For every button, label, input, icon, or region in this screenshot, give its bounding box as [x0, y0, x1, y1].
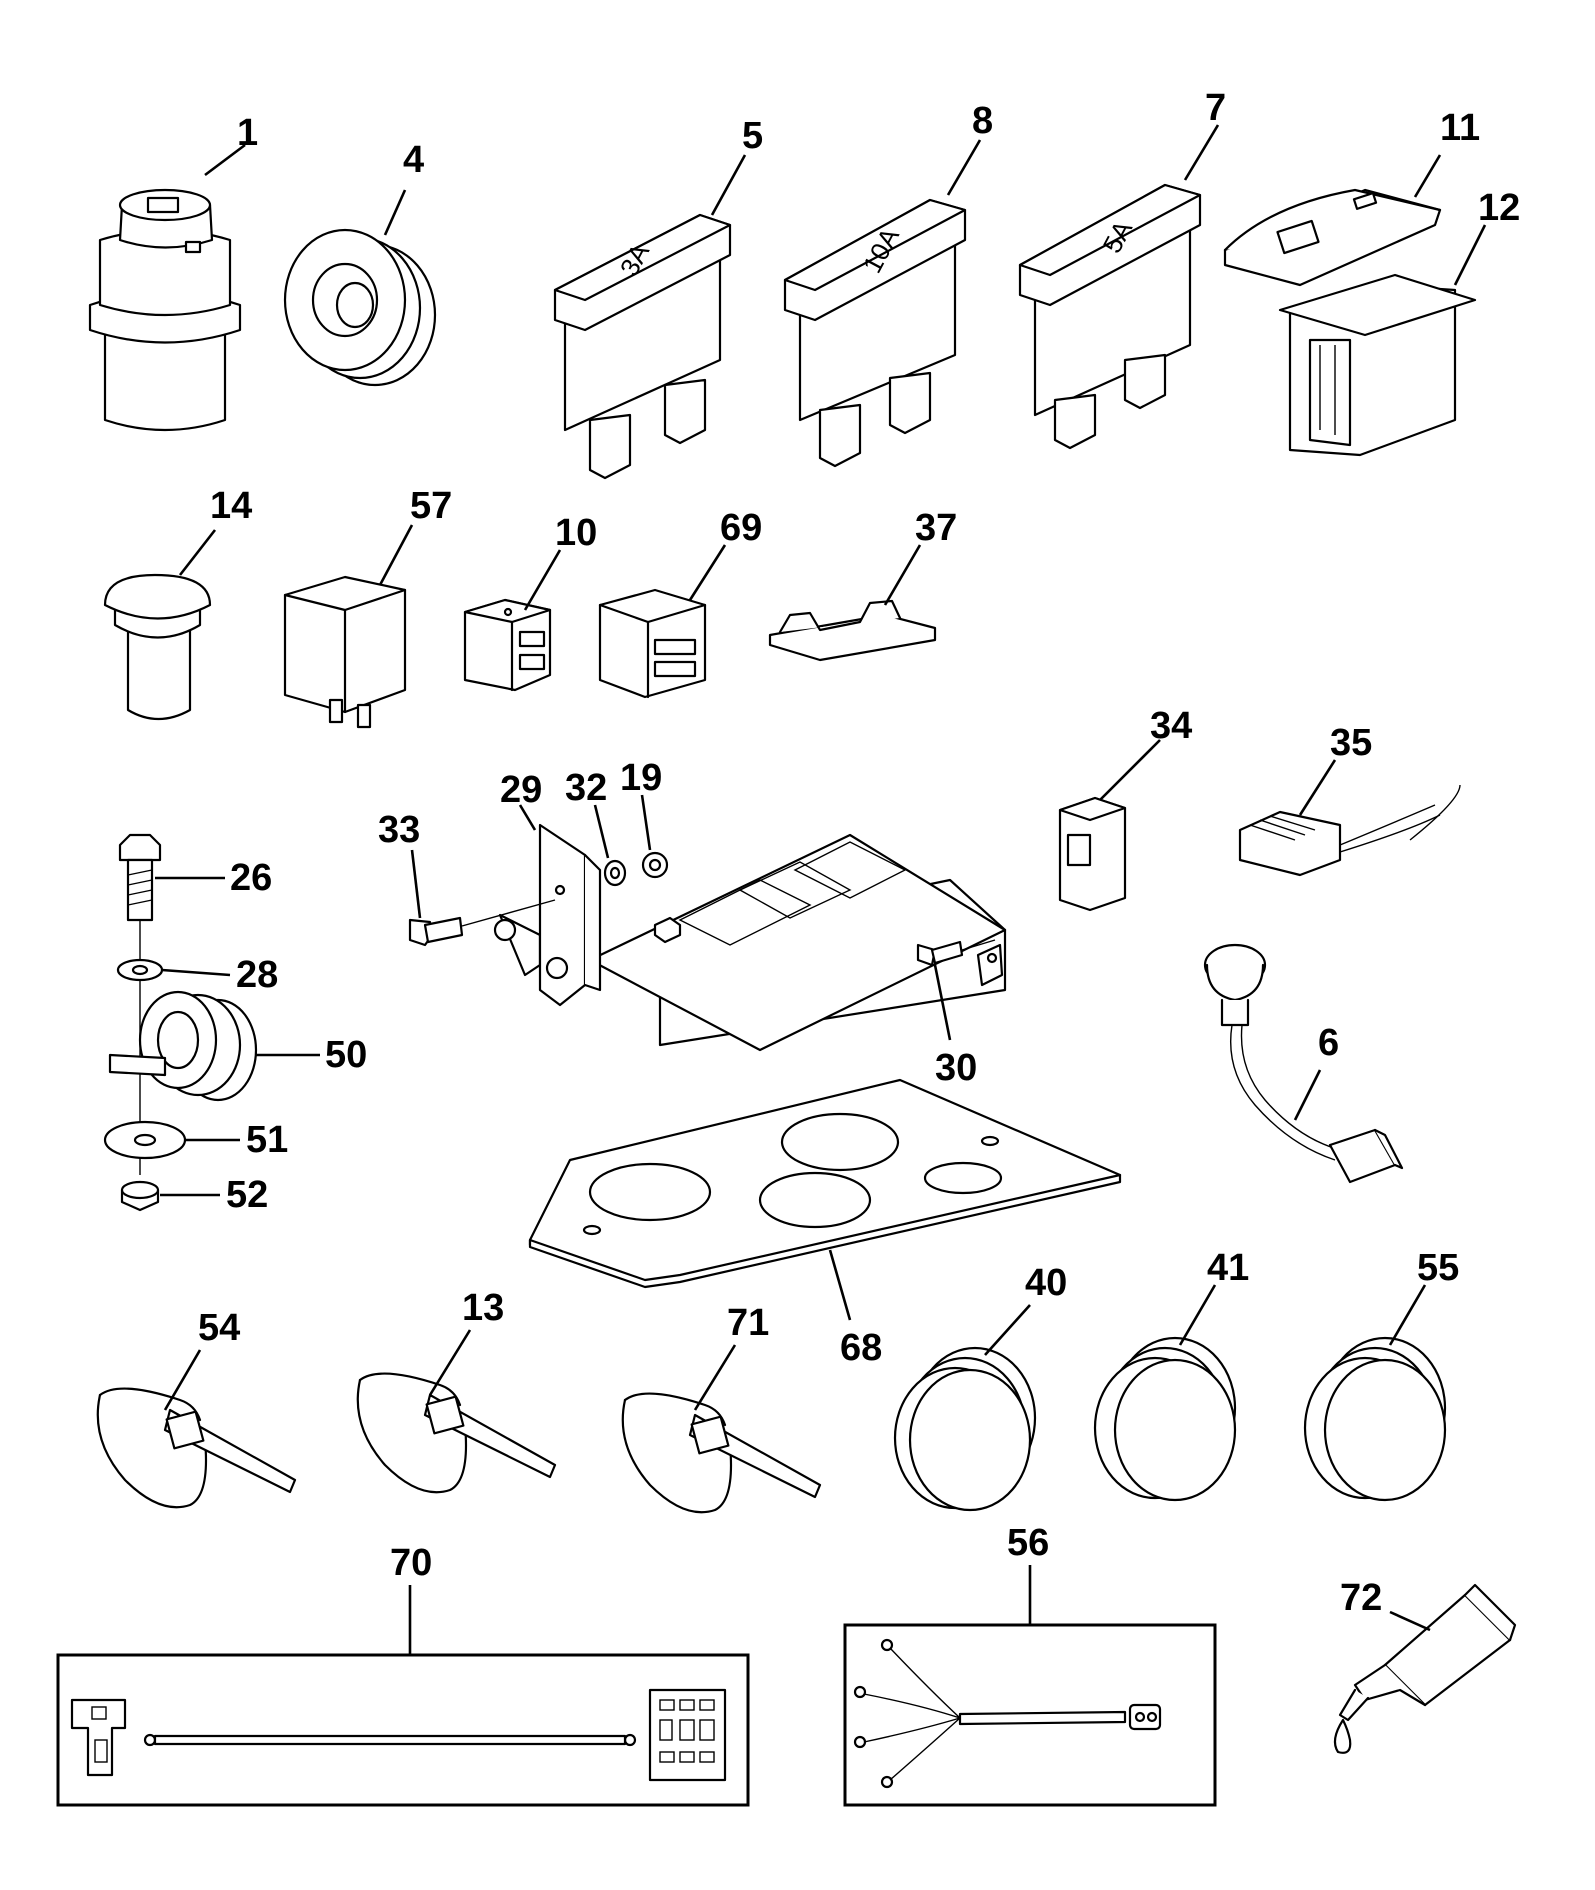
part-51-washer — [103, 1120, 187, 1160]
part-41-grommet — [1093, 1336, 1237, 1502]
callout-7: 7 — [1205, 87, 1226, 129]
part-71-cable-tie — [621, 1392, 822, 1514]
callout-54: 54 — [198, 1307, 240, 1349]
part-72-sealant-tube — [1333, 1583, 1517, 1754]
part-34-connector — [1058, 796, 1127, 912]
part-57-relay — [283, 575, 407, 729]
callout-68: 68 — [840, 1327, 882, 1369]
callout-52: 52 — [226, 1174, 268, 1216]
part-68-gasket-plate — [528, 1078, 1122, 1289]
part-40-grommet — [893, 1346, 1037, 1512]
callout-40: 40 — [1025, 1262, 1067, 1304]
part-33-screw — [408, 899, 556, 947]
callout-35: 35 — [1330, 722, 1372, 764]
part-11-rocker-cap — [1223, 188, 1442, 287]
part-10-micro-relay — [463, 598, 552, 692]
callout-50: 50 — [325, 1034, 367, 1076]
part-30-screw — [916, 939, 996, 967]
part-4-grommet — [283, 228, 437, 387]
callout-19: 19 — [620, 757, 662, 799]
callout-29: 29 — [500, 769, 542, 811]
callout-30: 30 — [935, 1047, 977, 1089]
part-54-cable-tie — [96, 1387, 297, 1509]
part-56-harness-box — [843, 1623, 1217, 1807]
part-26-bolt — [118, 833, 162, 922]
callout-51: 51 — [246, 1119, 288, 1161]
callout-13: 13 — [462, 1287, 504, 1329]
callout-32: 32 — [565, 767, 607, 809]
part-69-relay — [598, 588, 707, 699]
callout-11: 11 — [1440, 107, 1480, 149]
callout-69: 69 — [720, 507, 762, 549]
callout-71: 71 — [727, 1302, 769, 1344]
callout-37: 37 — [915, 507, 957, 549]
callout-41: 41 — [1207, 1247, 1249, 1289]
part-6-indicator-lead — [1203, 943, 1404, 1184]
part-28-washer — [116, 958, 164, 982]
part-32-washer — [603, 859, 627, 887]
part-70-harness-box — [56, 1653, 750, 1807]
part-14-plug — [103, 573, 212, 720]
callout-10: 10 — [555, 512, 597, 554]
part-8-fuse-10a: 10A — [783, 198, 967, 468]
callout-70: 70 — [390, 1542, 432, 1584]
callout-57: 57 — [410, 485, 452, 527]
part-50-clamp — [108, 990, 258, 1102]
callout-56: 56 — [1007, 1522, 1049, 1564]
callout-4: 4 — [403, 139, 424, 181]
part-35-connector-with-wires — [1238, 784, 1461, 877]
part-7-fuse-5a: 5A — [1018, 183, 1202, 450]
part-12-switch-body — [1278, 273, 1477, 457]
part-1-knob — [88, 188, 242, 432]
callout-33: 33 — [378, 809, 420, 851]
part-52-nut — [120, 1180, 160, 1212]
callout-72: 72 — [1340, 1577, 1382, 1619]
part-19-nut — [641, 851, 669, 879]
callout-6: 6 — [1318, 1022, 1339, 1064]
callout-14: 14 — [210, 485, 252, 527]
callout-1: 1 — [237, 112, 258, 154]
callout-26: 26 — [230, 857, 272, 899]
callout-55: 55 — [1417, 1247, 1459, 1289]
part-13-cable-tie — [356, 1372, 557, 1494]
part-55-grommet — [1303, 1336, 1447, 1502]
callout-8: 8 — [972, 100, 993, 142]
callout-12: 12 — [1478, 187, 1520, 229]
callout-34: 34 — [1150, 705, 1192, 747]
part-29-bracket-tray — [493, 823, 1007, 1052]
part-5-fuse-3a: 3A — [553, 213, 732, 480]
callout-28: 28 — [236, 954, 278, 996]
callout-5: 5 — [742, 115, 763, 157]
part-37-clip — [768, 599, 937, 662]
